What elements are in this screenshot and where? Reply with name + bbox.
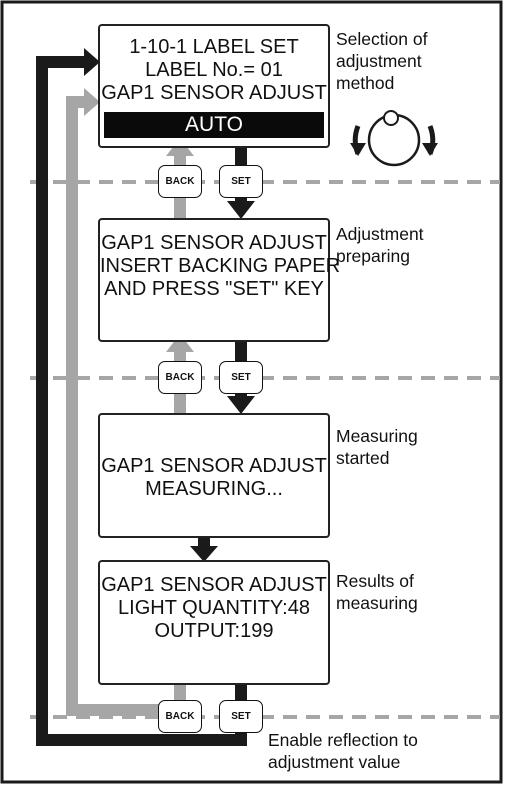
set-arrow-head-2 [227,396,255,414]
lcd-line: LIGHT QUANTITY:48 [118,597,310,619]
lcd-line: INSERT BACKING PAPER [100,255,341,277]
rotary-dial-icon [350,110,438,167]
note-line: Results of [336,571,414,591]
lcd-screen-adjust-prepare: GAP1 SENSOR ADJUST INSERT BACKING PAPER … [98,218,341,342]
note-line: preparing [336,246,410,266]
lcd-line: AND PRESS "SET" KEY [104,278,324,300]
dividers [30,180,500,719]
back-loop-left [66,96,78,716]
back-key[interactable]: BACK [158,361,202,394]
lcd-line: OUTPUT:199 [154,620,274,642]
set-arrow-head-1 [227,201,255,219]
back-arrow-stub [174,684,186,704]
lcd-selected-value: AUTO [104,112,324,138]
note-line: Enable reflection to [268,730,418,750]
note-measuring: Measuring started [336,425,418,469]
lcd-screen-results: GAP1 SENSOR ADJUST LIGHT QUANTITY:48 OUT… [98,560,330,685]
lcd-line: GAP1 SENSOR ADJUST [101,455,327,477]
set-loop-top [36,56,86,68]
note-line: started [336,448,390,468]
set-loop-left [36,56,48,746]
measure-arrow-shaft [198,536,210,548]
back-loop-head [84,88,100,116]
lcd-screen-measuring: GAP1 SENSOR ADJUST MEASURING... [98,413,330,538]
lcd-screen-label-set: 1-10-1 LABEL SET LABEL No.= 01 GAP1 SENS… [98,24,330,148]
note-line: Selection of [336,29,428,49]
note-line: Adjustment [336,224,424,244]
note-results: Results of measuring [336,570,418,614]
back-key[interactable]: BACK [158,165,202,198]
set-key[interactable]: SET [219,700,263,733]
lcd-line: MEASURING... [145,478,283,500]
set-key[interactable]: SET [219,361,263,394]
lcd-line: 1-10-1 LABEL SET [129,36,299,58]
back-loop-top [66,96,84,108]
note-line: method [336,73,395,93]
lcd-line: LABEL No.= 01 [145,59,283,81]
back-arrow-head-2 [166,334,194,352]
note-line: Measuring [336,426,418,446]
note-line: adjustment [336,51,422,71]
lcd-line: GAP1 SENSOR ADJUST [101,232,327,254]
note-line: measuring [336,593,418,613]
set-key[interactable]: SET [219,165,263,198]
note-line: adjustment value [268,752,401,772]
set-loop-bottom [36,734,247,746]
set-loop-head [84,48,100,76]
back-key[interactable]: BACK [158,700,202,733]
note-enable-reflection: Enable reflection to adjustment value [268,729,418,773]
back-loop-bottom [66,704,186,716]
lcd-line: GAP1 SENSOR ADJUST [101,82,327,104]
measure-arrow-head [190,546,218,562]
lcd-line: GAP1 SENSOR ADJUST [101,574,327,596]
note-selection: Selection of adjustment method [336,28,427,94]
note-preparing: Adjustment preparing [336,223,424,267]
